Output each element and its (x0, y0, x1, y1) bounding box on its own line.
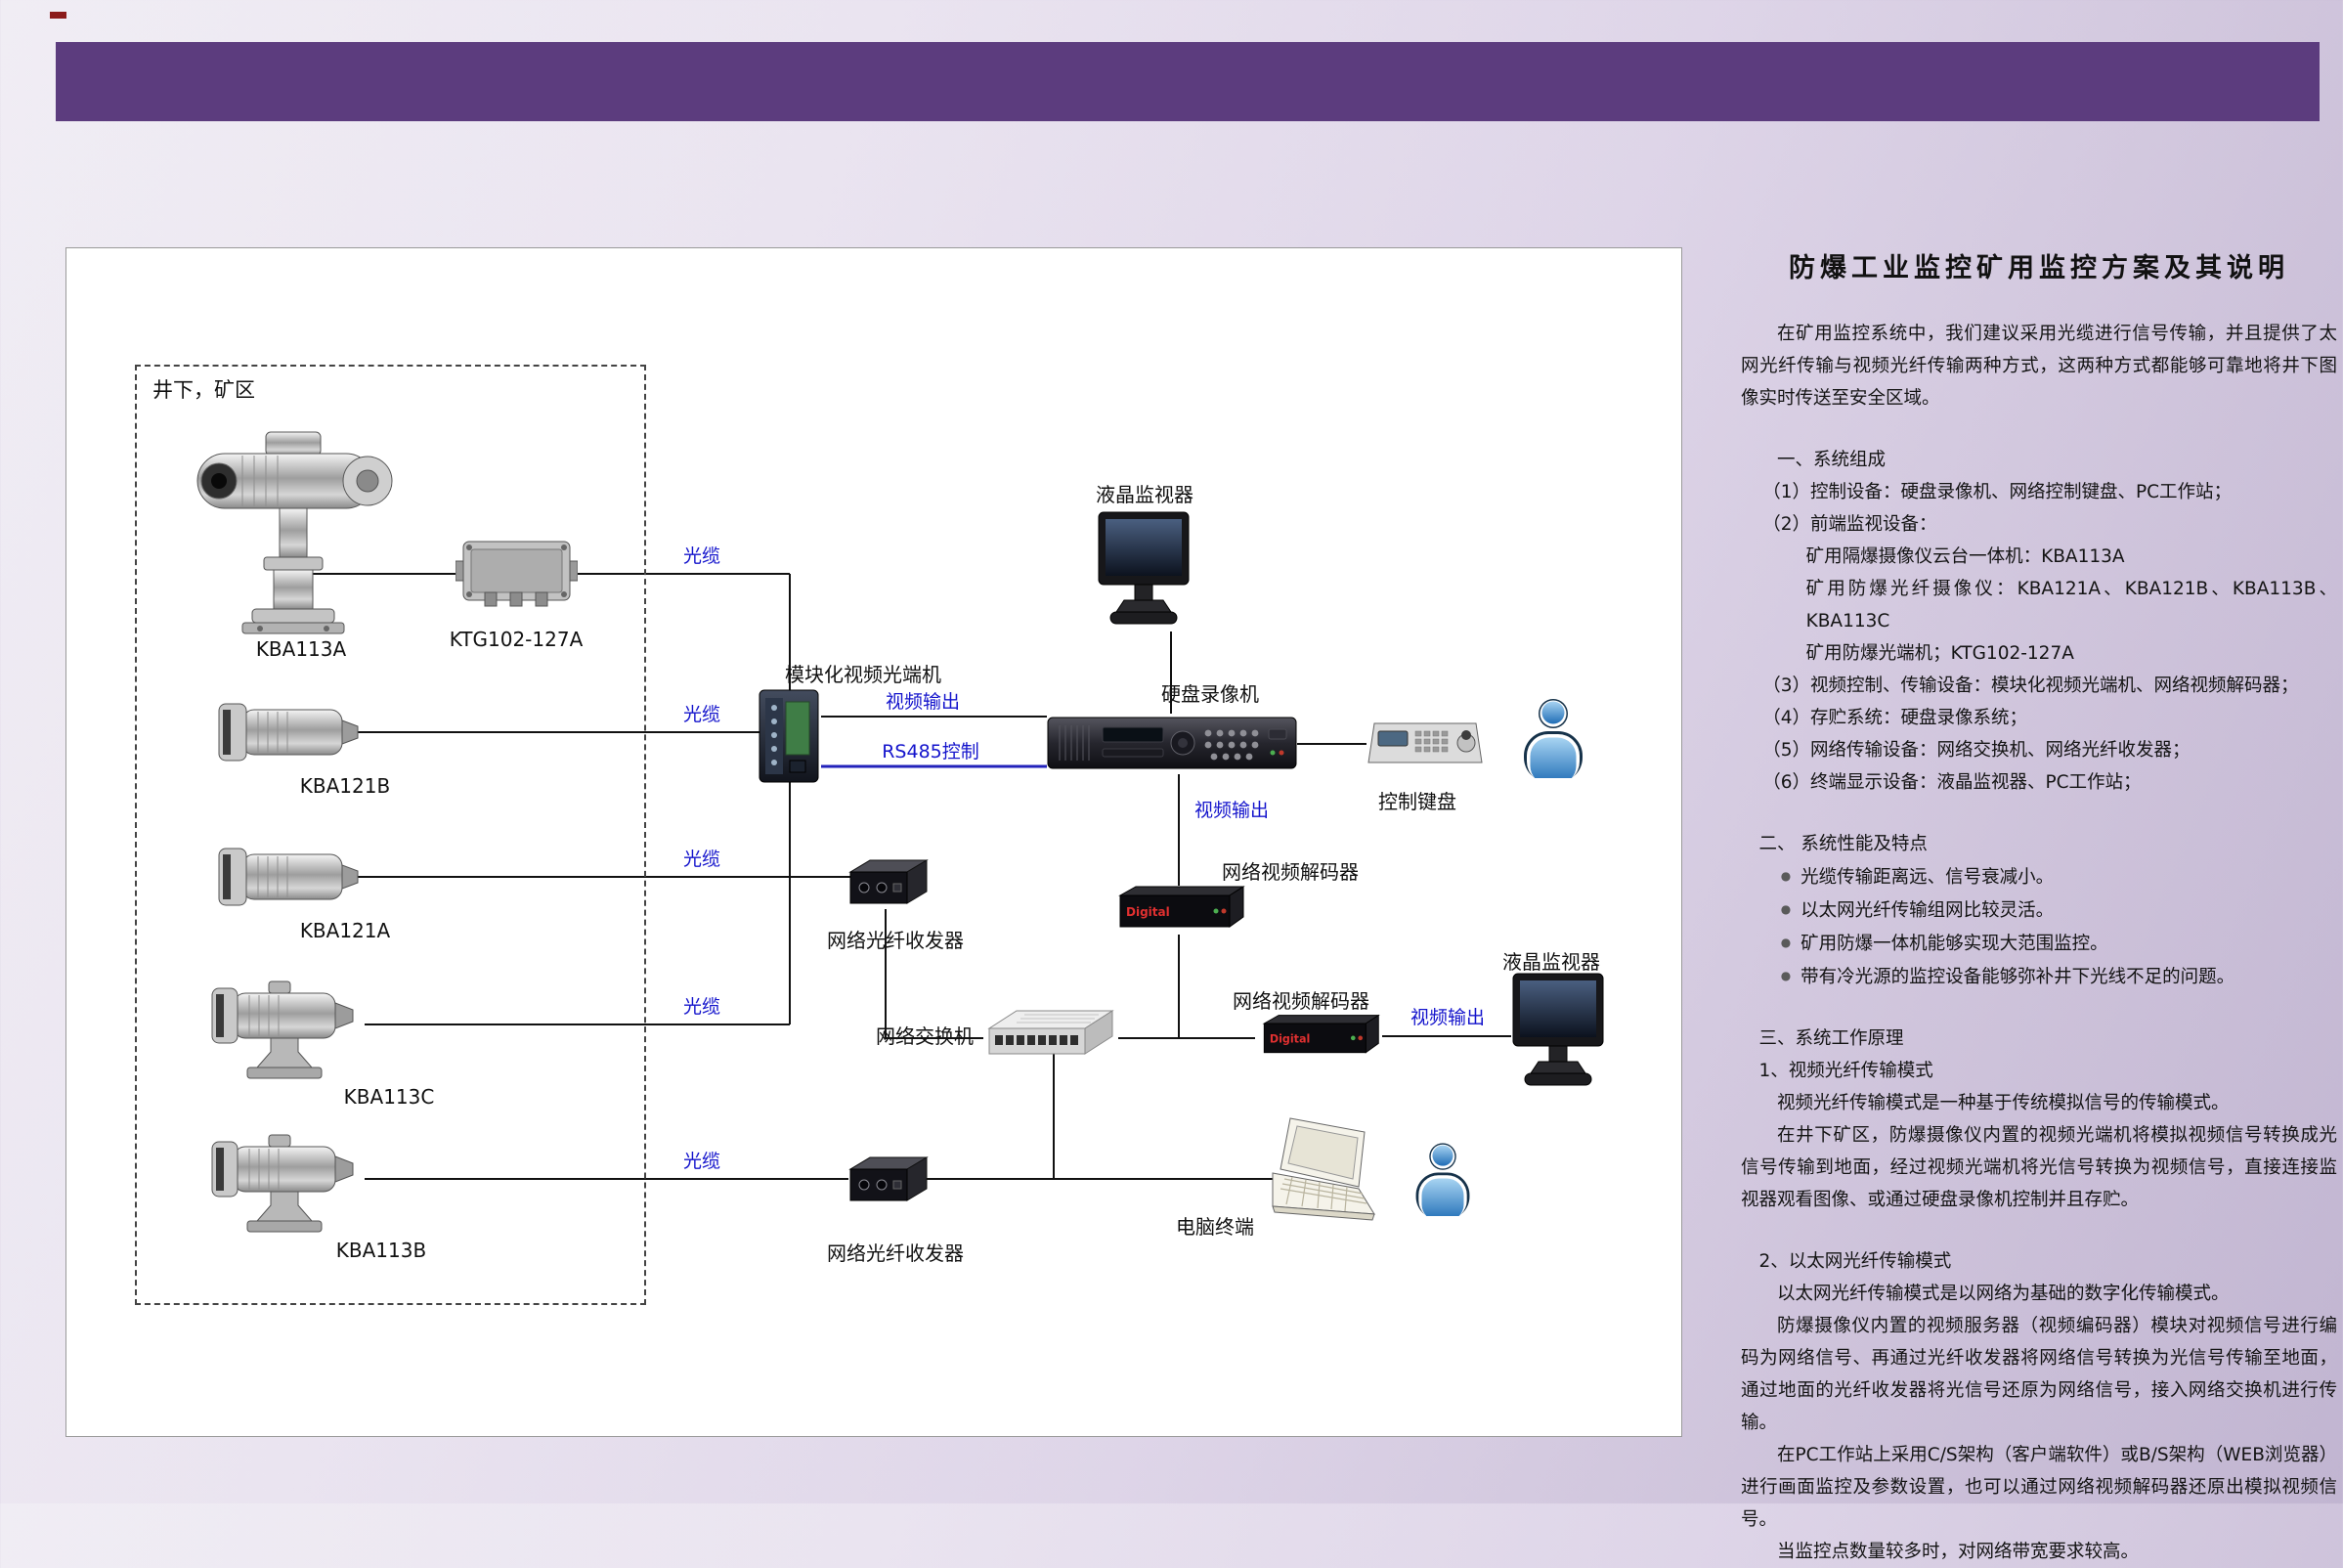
mine-zone-label: 井下，矿区 (152, 378, 255, 402)
label-video-terminal: 模块化视频光端机 (785, 663, 941, 686)
article-paragraph: （4）存贮系统：硬盘录像系统； (1762, 708, 2027, 728)
article-paragraph: 矿用防爆光端机；KTG102-127A (1805, 643, 2074, 664)
connection-lines (311, 573, 1511, 1180)
article-paragraph: 带有冷光源的监控设备能够弥补井下光线不足的问题。 (1781, 960, 2337, 993)
label-video-out-1: 视频输出 (885, 691, 961, 713)
label-cable-1: 光缆 (682, 545, 721, 567)
label-rs485: RS485控制 (882, 741, 979, 762)
camera-kba113a-illustration (196, 431, 393, 634)
article-paragraph: 在矿用监控系统中，我们建议采用光缆进行信号传输，并且提供了太网光纤传输与视频光纤… (1741, 324, 2337, 409)
article-paragraph: 光缆传输距离远、信号衰减小。 (1781, 860, 2337, 893)
label-fiber-transceiver-top: 网络光纤收发器 (827, 929, 964, 952)
label-lcd-monitor-right: 液晶监视器 (1502, 950, 1600, 974)
article-paragraph: 当监控点数量较多时，对网络带宽要求较高。 (1777, 1542, 2140, 1562)
label-kba121a: KBA121A (299, 919, 391, 942)
article-paragraph: 1、视频光纤传输模式 (1758, 1061, 1933, 1081)
label-video-out-2: 视频输出 (1193, 800, 1270, 821)
label-video-out-3: 视频输出 (1410, 1007, 1486, 1028)
article-paragraph: 二、 系统性能及特点 (1758, 834, 1928, 854)
article-paragraph: 矿用防爆光纤摄像仪：KBA121A、KBA121B、KBA113B、KBA113… (1805, 579, 2337, 632)
article-title: 防爆工业监控矿用监控方案及其说明 (1789, 253, 2289, 283)
label-laptop: 电脑终端 (1176, 1215, 1254, 1239)
operator-person-icon (1524, 699, 1583, 778)
label-lcd-monitor-top: 液晶监视器 (1096, 483, 1193, 506)
label-kba113b: KBA113B (335, 1239, 427, 1262)
label-dvr: 硬盘录像机 (1161, 682, 1259, 706)
junction-box-ktg102-illustration (456, 541, 578, 607)
article-paragraph: （5）网络传输设备：网络交换机、网络光纤收发器； (1762, 740, 2191, 761)
label-kba113c: KBA113C (343, 1085, 435, 1109)
label-keyboard: 控制键盘 (1378, 790, 1456, 813)
article-paragraph: （2）前端监视设备： (1762, 514, 1937, 535)
label-kba113a: KBA113A (255, 637, 347, 661)
article-body: 在矿用监控系统中，我们建议采用光缆进行信号传输，并且提供了太网光纤传输与视频光纤… (1741, 318, 2337, 1568)
article-paragraph: （3）视频控制、传输设备：模块化视频光端机、网络视频解码器； (1762, 675, 2299, 696)
article-paragraph: 在PC工作站上采用C/S架构（客户端软件）或B/S架构（WEB浏览器）进行画面监… (1741, 1445, 2337, 1530)
label-decoder-right: 网络视频解码器 (1233, 989, 1369, 1013)
header-bar (56, 42, 2320, 121)
lcd-monitor-top-illustration (1098, 511, 1190, 625)
control-keyboard-illustration (1367, 722, 1483, 763)
label-kba121b: KBA121B (299, 774, 391, 798)
article-paragraph: 一、系统组成 (1777, 450, 1887, 470)
fiber-transceiver-bottom-illustration (848, 1156, 929, 1201)
article-paragraph: 2、以太网光纤传输模式 (1758, 1251, 1952, 1272)
article-paragraph: 矿用防爆一体机能够实现大范围监控。 (1781, 927, 2337, 960)
article-paragraph: 视频光纤传输模式是一种基于传统模拟信号的传输模式。 (1777, 1093, 2230, 1113)
label-cable-5: 光缆 (682, 1151, 721, 1172)
article-paragraph: （1）控制设备：硬盘录像机、网络控制键盘、PC工作站； (1762, 482, 2233, 502)
lcd-monitor-right-illustration (1512, 973, 1604, 1086)
network-video-decoder-top-illustration: Digital (1118, 886, 1245, 928)
dvr-illustration (1047, 717, 1297, 769)
article-paragraph: 矿用隔爆摄像仪云台一体机：KBA113A (1805, 546, 2125, 567)
operator-person-icon (1415, 1143, 1470, 1216)
corner-mark (50, 12, 66, 19)
article-paragraph: 以太网光纤传输模式是以网络为基础的数字化传输模式。 (1777, 1284, 2230, 1304)
camera-kba113b-illustration (211, 1134, 354, 1233)
camera-kba113c-illustration (211, 980, 354, 1079)
decoder-brand-text: Digital (1270, 1033, 1310, 1046)
article-paragraph: （6）终端显示设备：液晶监视器、PC工作站； (1762, 772, 2142, 793)
mine-zone-box: 井下，矿区 (135, 365, 646, 1305)
network-switch-illustration (987, 1010, 1114, 1055)
camera-kba121a-illustration (218, 848, 359, 906)
label-cable-4: 光缆 (682, 996, 721, 1018)
article-paragraph: 以太网光纤传输组网比较灵活。 (1781, 893, 2337, 927)
article: 防爆工业监控矿用监控方案及其说明 在矿用监控系统中，我们建议采用光缆进行信号传输… (1741, 246, 2337, 1568)
label-cable-2: 光缆 (682, 704, 721, 725)
article-paragraph: 三、系统工作原理 (1758, 1028, 1904, 1049)
network-video-decoder-right-illustration: Digital (1262, 1014, 1380, 1054)
article-paragraph: 防爆摄像仪内置的视频服务器（视频编码器）模块对视频信号进行编码为网络信号、再通过… (1741, 1316, 2337, 1433)
label-cable-3: 光缆 (682, 849, 721, 870)
label-decoder-top: 网络视频解码器 (1222, 860, 1359, 884)
camera-kba121b-illustration (218, 703, 359, 762)
article-paragraph: 在井下矿区，防爆摄像仪内置的视频光端机将模拟视频信号转换成光信号传输到地面，经过… (1741, 1125, 2337, 1210)
label-ktg102: KTG102-127A (449, 628, 584, 651)
fiber-transceiver-top-illustration (848, 859, 929, 904)
video-optical-terminal-illustration (759, 689, 819, 783)
diagram-panel: 井下，矿区 (65, 247, 1682, 1437)
laptop-illustration (1272, 1117, 1375, 1221)
decoder-brand-text: Digital (1126, 905, 1170, 919)
label-switch: 网络交换机 (876, 1024, 974, 1048)
label-fiber-transceiver-bottom: 网络光纤收发器 (827, 1241, 964, 1265)
